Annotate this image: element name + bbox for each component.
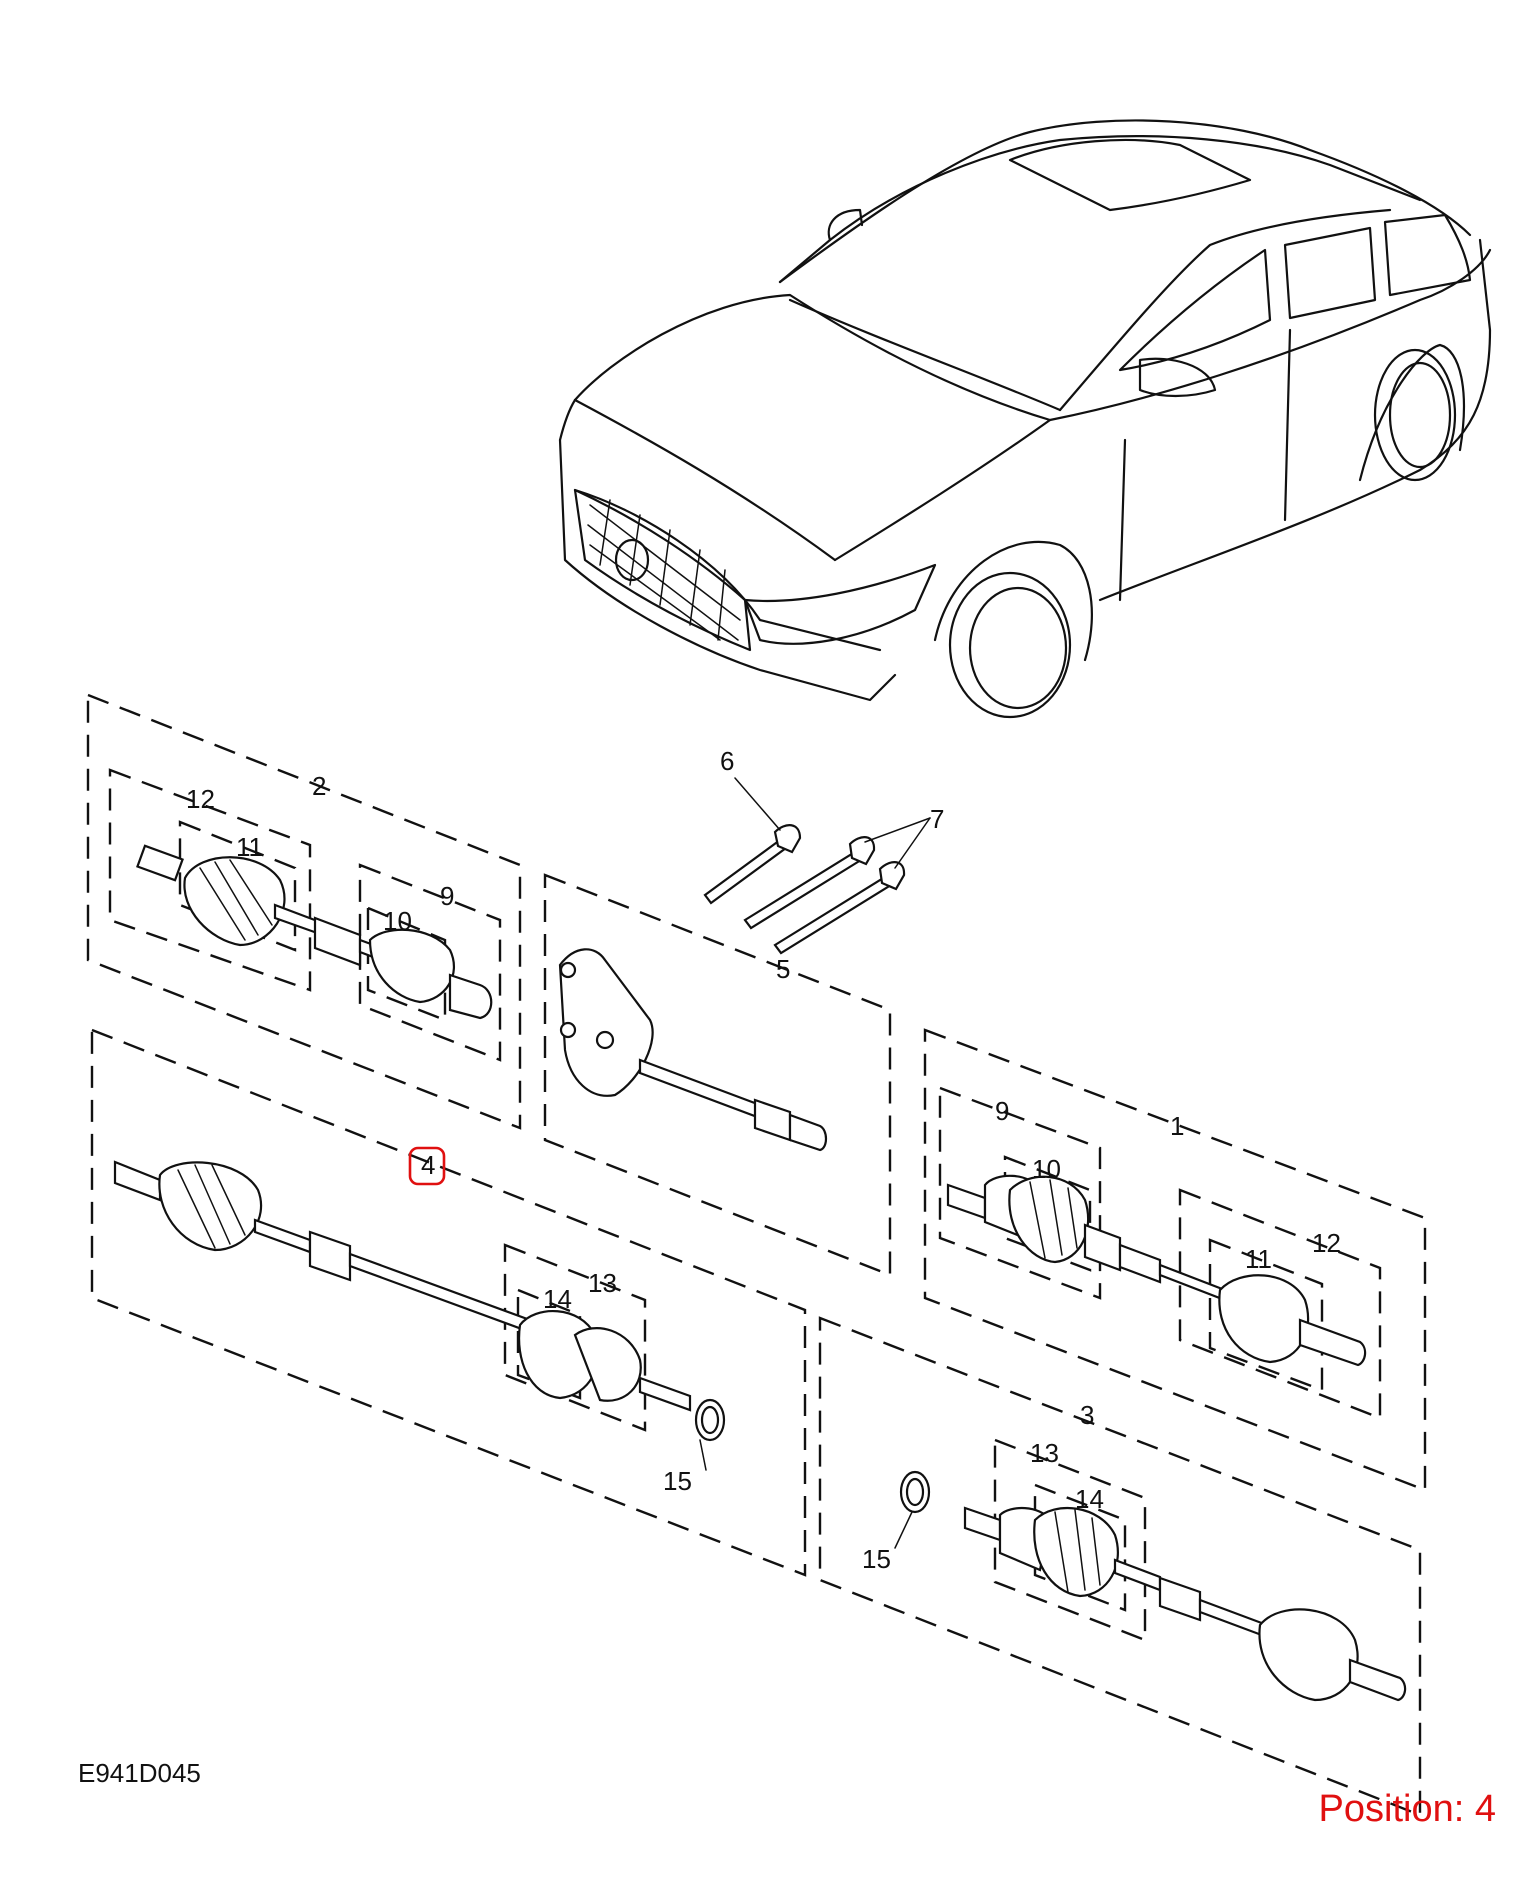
callout-12: 12 [1312, 1228, 1341, 1258]
callout-14: 14 [1075, 1484, 1104, 1514]
group-box-5 [543, 873, 892, 1277]
callout-14: 14 [543, 1284, 572, 1314]
position-highlight-box[interactable] [408, 1146, 446, 1186]
callouts: 2 12 11 9 10 6 7 5 9 10 1 12 11 4 13 14 … [186, 746, 1341, 1574]
callout-9: 9 [995, 1096, 1009, 1126]
callout-12: 12 [186, 784, 215, 814]
callout-3: 3 [1080, 1400, 1094, 1430]
car-illustration [558, 119, 1492, 719]
drive-shaft-2 [136, 844, 493, 1020]
callout-1: 1 [1170, 1111, 1184, 1141]
leader-lines [699, 777, 931, 1549]
diagram-code: E941D045 [78, 1758, 201, 1788]
callout-13: 13 [588, 1268, 617, 1298]
drive-shaft-1 [946, 1174, 1367, 1367]
callout-15: 15 [862, 1544, 891, 1574]
callout-7: 7 [930, 804, 944, 834]
bearing-bracket-5 [558, 948, 828, 1152]
callout-11: 11 [1245, 1244, 1272, 1274]
callout-10: 10 [383, 906, 412, 936]
callout-2: 2 [312, 771, 326, 801]
group-box-4 [90, 1028, 807, 1577]
callout-4: 4 [421, 1150, 435, 1180]
bolt-7 [743, 836, 906, 955]
drive-shaft-4 [113, 1160, 726, 1442]
drive-shaft-3 [899, 1470, 1407, 1702]
position-label: Position: 4 [1318, 1788, 1496, 1830]
callout-10: 10 [1032, 1154, 1061, 1184]
callout-15: 15 [663, 1466, 692, 1496]
callout-6: 6 [720, 746, 734, 776]
bolt-6 [703, 824, 802, 905]
callout-13: 13 [1030, 1438, 1059, 1468]
callout-9: 9 [440, 881, 454, 911]
group-box-2 [86, 693, 522, 1130]
callout-5: 5 [776, 954, 790, 984]
callout-11: 11 [236, 832, 263, 862]
